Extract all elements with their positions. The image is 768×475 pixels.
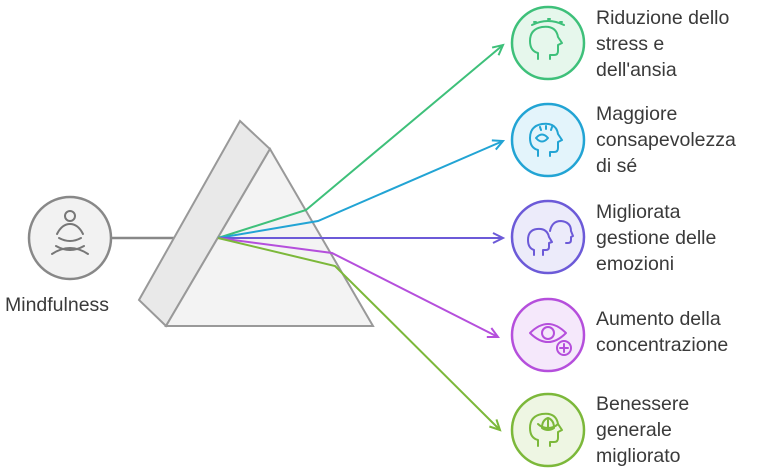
beam-1 [217, 44, 504, 239]
outcome-label-line: Benessere [596, 393, 690, 415]
beam-arrowhead-3 [492, 232, 506, 244]
outcome-label-line: Riduzione dello [596, 7, 730, 29]
outcome-label-5: Benessere generale migliorato [596, 391, 764, 469]
outcome-label-line: Migliorata [596, 201, 681, 223]
meditation-icon [51, 210, 89, 255]
beam-arrowhead-4 [486, 327, 500, 339]
two-heads-icon [527, 220, 574, 256]
head-eye-icon [529, 122, 563, 157]
outcome-label-line: migliorato [596, 445, 681, 467]
outcome-label-line: gestione delle [596, 227, 717, 249]
outcome-node-5 [510, 392, 586, 468]
outcome-node-2 [510, 102, 586, 178]
outcome-nodes [510, 5, 586, 468]
outcome-node-3 [510, 199, 586, 275]
head-calm-icon [529, 18, 565, 60]
outcome-node-1 [510, 5, 586, 81]
outcome-label-4: Aumento della concentrazione [596, 306, 764, 358]
outcome-label-line: Aumento della [596, 308, 721, 330]
beam-arrowhead-2 [491, 139, 506, 151]
outcome-label-line: generale [596, 419, 672, 441]
beam-arrowhead-1 [491, 43, 505, 56]
outcome-label-line: concentrazione [596, 334, 729, 356]
output-beams [217, 43, 506, 432]
outcome-label-3: Migliorata gestione delle emozioni [596, 199, 764, 277]
eye-plus-icon [529, 323, 572, 356]
beam-2 [217, 140, 504, 239]
head-leaf-icon [529, 412, 563, 447]
beam-4 [217, 237, 499, 338]
outcome-label-1: Riduzione dello stress e dell'ansia [596, 5, 764, 83]
beam-5 [217, 237, 501, 431]
beam-arrowhead-5 [489, 419, 502, 432]
source-node [27, 195, 113, 281]
outcome-label-line: di sé [596, 155, 638, 177]
prism [137, 119, 375, 328]
outcome-label-2: Maggiore consapevolezza di sé [596, 101, 764, 179]
outcome-label-line: Maggiore [596, 103, 678, 125]
outcome-label-line: dell'ansia [596, 59, 677, 81]
outcome-label-line: emozioni [596, 253, 675, 275]
outcome-node-4 [510, 297, 586, 373]
source-label: Mindfulness [5, 294, 110, 316]
outcome-label-line: consapevolezza [596, 129, 736, 151]
outcome-label-line: stress e [596, 33, 665, 55]
